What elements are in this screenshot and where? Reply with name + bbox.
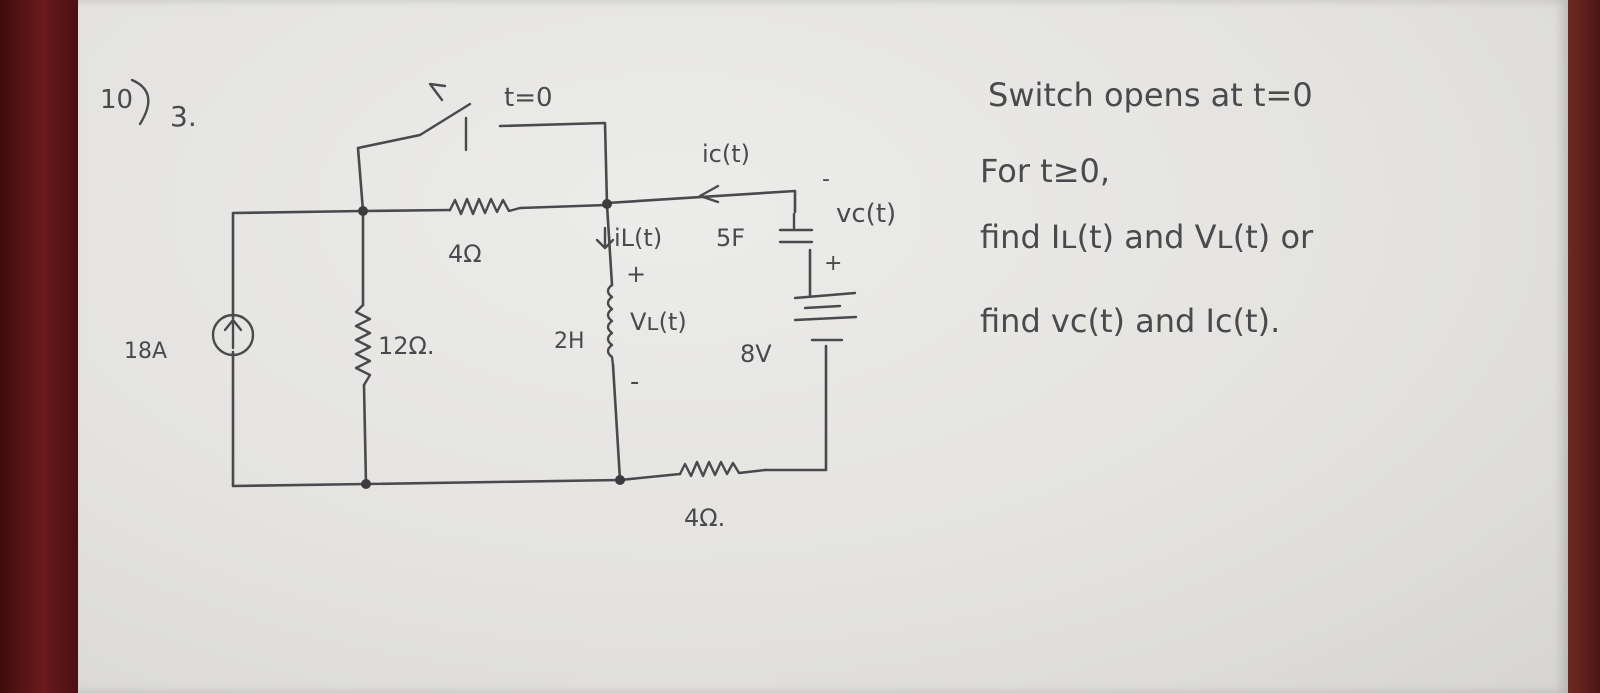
resistor-bottom-4ohm: 4Ω. (678, 460, 767, 532)
wire-bottom-right (763, 344, 828, 472)
source-label: 18A (124, 339, 167, 364)
switch-blade (418, 102, 472, 137)
inductor-minus: - (630, 367, 639, 397)
circle-mark (130, 78, 150, 126)
node-top-left (358, 206, 368, 216)
instruction-line-4: find vᴄ(t) and Iᴄ(t). (980, 302, 1280, 340)
inductor-coil (606, 283, 615, 367)
resistor-left-label: 12Ω. (378, 332, 435, 360)
ic-label: iᴄ(t) (702, 140, 750, 168)
capacitor-current: iᴄ(t) (698, 140, 750, 204)
node-bottom-left (361, 479, 371, 489)
instruction-line-2: For t≥0, (980, 152, 1110, 190)
resistor-zigzag-bottom (678, 460, 767, 478)
capacitor-5f: - vᴄ(t) + 5F (716, 167, 896, 276)
current-source-18a: 18A (124, 313, 255, 364)
source-circle (211, 313, 255, 357)
wire-inductor-bottom (611, 363, 622, 482)
il-arrow (595, 226, 615, 250)
wire-source-top (231, 209, 365, 320)
node-top-right (602, 199, 612, 209)
battery-value: 8V (740, 340, 772, 368)
inductor-value: 2H (554, 329, 585, 354)
capacitor-value: 5F (716, 224, 745, 252)
wire-bottom-left (364, 478, 622, 486)
resistor-12ohm: 12Ω. (354, 303, 435, 387)
battery-8v: 8V (740, 291, 858, 368)
wire-12ohm-bottom (362, 383, 368, 486)
wire-top-mid (518, 203, 609, 210)
source-arrow-icon (223, 318, 243, 350)
inductor-current: iL(t) (595, 224, 662, 252)
inductor-plus: + (626, 260, 646, 288)
resistor-top-4ohm: 4Ω (448, 197, 522, 268)
vl-label: Vʟ(t) (630, 308, 687, 336)
table-edge-right (1568, 0, 1600, 693)
wire-bottom-mid (618, 472, 682, 482)
resistor-zigzag-top (448, 197, 522, 216)
instruction-line-1: Switch opens at t=0 (988, 76, 1313, 114)
node-bottom-right (615, 475, 625, 485)
paper-sheet (78, 0, 1568, 693)
wire-top-left (361, 208, 452, 213)
switch-open-arrow (428, 82, 447, 102)
circuit-wires (231, 121, 828, 488)
capacitor-minus: - (822, 167, 830, 192)
table-edge-left (0, 0, 78, 693)
switch-label: t=0 (504, 83, 553, 113)
resistor-top-label: 4Ω (448, 240, 482, 268)
il-label: iL(t) (614, 224, 662, 252)
wire-source-bottom (231, 350, 368, 488)
instruction-line-3: find Iʟ(t) and Vʟ(t) or (980, 218, 1314, 256)
vc-label: vᴄ(t) (836, 199, 896, 229)
resistor-bottom-label: 4Ω. (684, 504, 725, 532)
junction-nodes (358, 199, 625, 489)
wire-to-capacitor (605, 189, 797, 214)
item-number: 3. (170, 100, 197, 133)
problem-number: 10 3. (100, 78, 197, 133)
switch: t=0 (418, 82, 553, 152)
battery-plate-2 (803, 304, 842, 310)
resistor-zigzag-left (354, 303, 372, 387)
battery-plate-1 (793, 291, 857, 300)
capacitor-plus: + (824, 251, 842, 276)
wire-switch-left (356, 133, 422, 213)
instructions: Switch opens at t=0 For t≥0, find Iʟ(t) … (980, 76, 1314, 340)
inductor-2h: + Vʟ(t) - 2H (554, 260, 687, 397)
battery-plate-3 (793, 315, 858, 322)
ic-arrow (698, 184, 720, 204)
wire-switch-right (498, 121, 609, 207)
circled-number: 10 (100, 85, 133, 115)
